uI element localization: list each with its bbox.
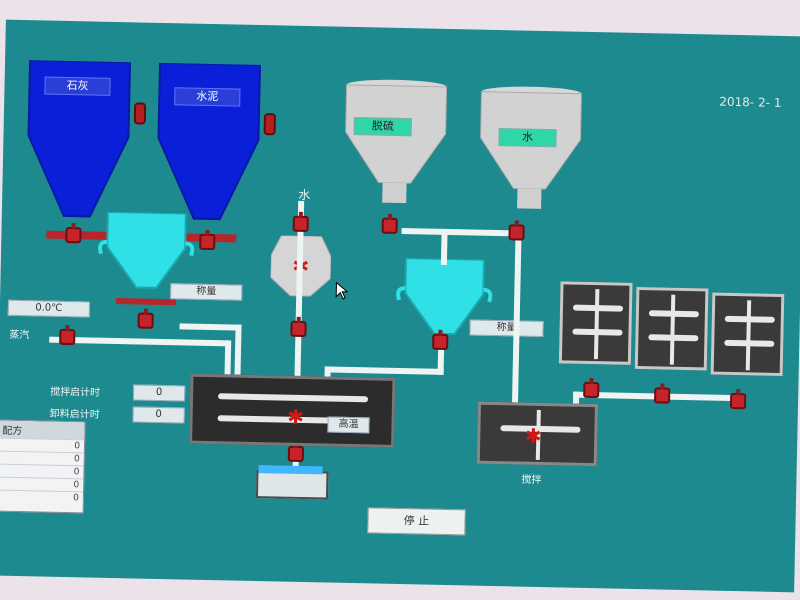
left-weigh-label: 称量 [170,283,243,301]
center-bottom-valve[interactable] [287,445,305,463]
storage-tank-1[interactable] [558,281,633,365]
cement-outlet-valve[interactable] [199,233,216,251]
tank-shaft [669,294,676,365]
tank-paddle [648,310,699,318]
recipe-table-row[interactable]: 0 [0,489,84,505]
temperature-display: 0.0℃ [7,299,91,318]
lime-silo-label: 石灰 [44,76,111,96]
datetime-display: 2018- 2- 1 [719,94,782,110]
stir-timer-label: 搅拌启计时 [50,386,101,399]
scada-screen: 2018- 2- 1 石灰 水泥 称量 0.0℃ 蒸汽 脱硫 水 称量 水 [0,19,800,593]
pipe-hopper-top [401,228,522,237]
tank-shaft [745,300,752,371]
mixer-agitator-icon: ✱ [287,405,304,429]
right-weigh-hopper [396,257,493,336]
lime-silo[interactable] [27,60,132,218]
tank-paddle [724,339,775,347]
center-top-valve[interactable] [292,215,309,233]
discharge-timer-label: 卸料启计时 [49,408,100,421]
desulfur-outlet-valve[interactable] [381,217,398,234]
right-weigh-outlet-valve[interactable] [432,333,449,351]
tank1-outlet-valve[interactable] [583,381,600,399]
storage-tank-2[interactable] [634,286,709,371]
water-outlet-valve[interactable] [508,224,525,241]
left-weigh-hopper [98,211,195,306]
output-conveyor[interactable] [255,470,329,500]
steam-label: 蒸汽 [9,329,30,342]
small-mixer-agitator-icon: ✱ [525,424,542,448]
recipe-table-header: 配方 [0,420,85,440]
discharge-timer-value[interactable]: 0 [132,406,185,424]
water-hopper-label: 水 [498,128,557,148]
grey-hopper-group [345,79,582,209]
tank-shaft [593,289,600,360]
svg-text:✱: ✱ [287,405,304,429]
cement-silo-label: 水泥 [174,87,241,107]
mixer-paddle [218,393,369,403]
pipe-weigh-drop [437,348,445,375]
tank-paddle [648,334,699,342]
conveyor-arrows [258,465,323,475]
pipe-cement-feed [179,323,240,331]
small-mixer-label: 搅拌 [521,474,542,486]
center-mid-valve[interactable] [290,320,307,338]
left-weigh-outlet-valve[interactable] [137,312,154,329]
cement-silo[interactable] [157,61,262,221]
svg-text:✱: ✱ [525,424,542,448]
pipe-hopper-left-down [440,228,448,265]
right-weigh-label: 称量 [469,319,544,338]
pipe-cement-feed-down [234,324,242,380]
tank-paddle [724,315,775,323]
stop-button[interactable]: 停 止 [367,507,466,536]
mixer-status-label: 高温 [327,416,370,434]
tank3-outlet-valve[interactable] [729,392,747,410]
stir-timer-value[interactable]: 0 [132,384,186,402]
lime-level-indicator[interactable] [133,102,147,125]
steam-valve[interactable] [59,328,76,346]
storage-tank-3[interactable] [710,292,785,377]
lime-outlet-valve[interactable] [65,226,82,244]
pipe-weigh-to-mixer [328,366,444,375]
pipe-steam [49,336,230,347]
desulfur-hopper-label: 脱硫 [353,116,412,137]
tank2-outlet-valve[interactable] [654,387,671,404]
tank-paddle [572,328,623,336]
tank-paddle [572,304,624,312]
mouse-cursor-icon [335,281,349,300]
cement-level-indicator[interactable] [263,113,277,136]
